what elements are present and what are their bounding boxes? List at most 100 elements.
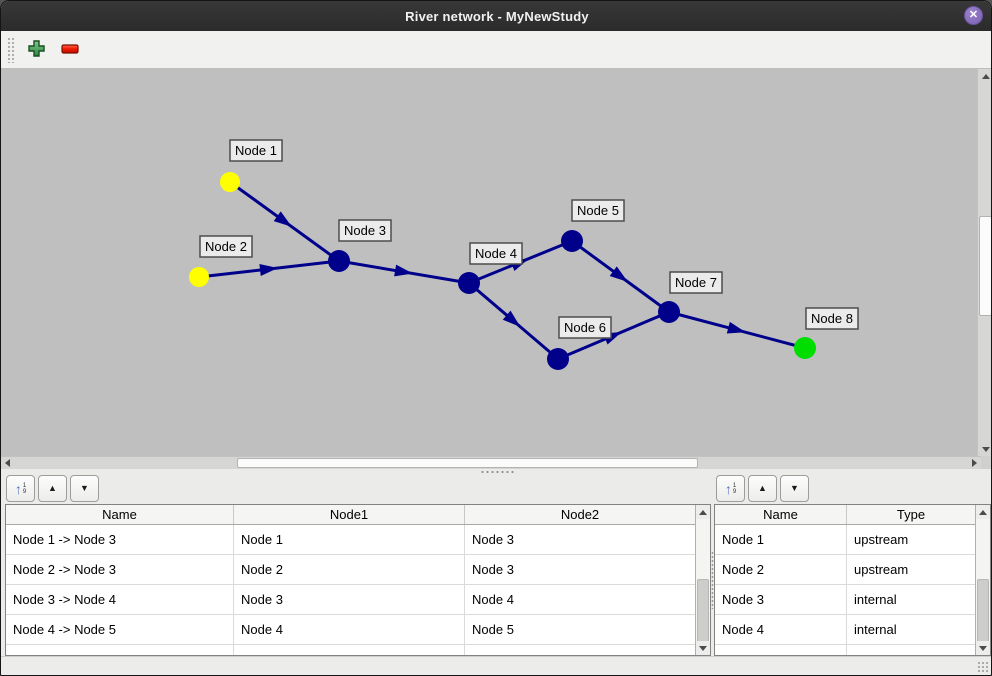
table-cell[interactable]: internal — [847, 585, 976, 614]
node-node-6[interactable] — [547, 348, 569, 370]
close-button[interactable]: ✕ — [964, 6, 983, 25]
scroll-up-button[interactable] — [696, 505, 710, 519]
edge-arrow-icon — [273, 211, 292, 227]
table-cell[interactable]: Node 4 -> Node 5 — [6, 615, 234, 644]
node-label: Node 2 — [199, 235, 253, 258]
add-node-button[interactable] — [22, 36, 50, 64]
table-cell[interactable]: Node 5 — [465, 615, 696, 644]
svg-text:Node 6: Node 6 — [564, 320, 606, 335]
status-bar — [1, 656, 991, 675]
horizontal-splitter[interactable] — [1, 469, 991, 475]
table-cell[interactable]: Node 2 -> Node 3 — [6, 555, 234, 584]
scroll-up-icon — [699, 509, 707, 515]
edge-arrow-icon — [502, 310, 521, 327]
branches-table-scrollbar[interactable] — [695, 505, 710, 655]
svg-text:Node 5: Node 5 — [577, 203, 619, 218]
node-node-7[interactable] — [658, 301, 680, 323]
canvas-horizontal-scrollbar[interactable] — [1, 456, 981, 469]
node-label: Node 6 — [558, 316, 612, 339]
table-cell[interactable]: Node 1 -> Node 3 — [6, 525, 234, 554]
table-row[interactable] — [715, 645, 990, 655]
table-cell[interactable]: Node 4 — [234, 615, 465, 644]
column-header: Name — [715, 505, 847, 524]
nodes-move-up-button[interactable]: ▲ — [748, 475, 777, 502]
table-cell[interactable]: Node 2 — [234, 555, 465, 584]
scroll-left-button[interactable] — [1, 457, 14, 469]
node-label: Node 7 — [669, 271, 723, 294]
table-cell[interactable]: Node 1 — [715, 525, 847, 554]
node-label: Node 8 — [805, 307, 859, 330]
table-row[interactable] — [6, 645, 710, 655]
node-node-1[interactable] — [220, 172, 240, 192]
node-node-8[interactable] — [794, 337, 816, 359]
remove-node-button[interactable] — [56, 36, 84, 64]
table-vscroll-thumb[interactable] — [697, 579, 709, 645]
table-cell[interactable]: Node 4 — [715, 615, 847, 644]
node-node-2[interactable] — [189, 267, 209, 287]
node-node-4[interactable] — [458, 272, 480, 294]
scroll-right-button[interactable] — [968, 457, 981, 469]
column-header: Node1 — [234, 505, 465, 524]
table-cell[interactable]: upstream — [847, 555, 976, 584]
table-cell[interactable]: Node 1 — [234, 525, 465, 554]
nodes-move-down-button[interactable]: ▼ — [780, 475, 809, 502]
table-cell[interactable]: Node 3 -> Node 4 — [6, 585, 234, 614]
scroll-down-button[interactable] — [976, 641, 990, 655]
table-cell[interactable]: Node 3 — [715, 585, 847, 614]
table-vscroll-thumb[interactable] — [977, 579, 989, 645]
table-cell[interactable]: Node 4 — [465, 585, 696, 614]
scroll-down-icon — [979, 645, 987, 651]
scroll-up-button[interactable] — [976, 505, 990, 519]
branches-move-up-button[interactable]: ▲ — [38, 475, 67, 502]
table-cell[interactable]: Node 3 — [234, 585, 465, 614]
table-cell[interactable]: internal — [847, 615, 976, 644]
node-node-3[interactable] — [328, 250, 350, 272]
table-cell[interactable] — [465, 645, 696, 655]
table-cell[interactable]: upstream — [847, 525, 976, 554]
canvas-hscroll-thumb[interactable] — [237, 458, 698, 468]
canvas-vertical-scrollbar[interactable] — [977, 69, 991, 456]
table-cell[interactable] — [6, 645, 234, 655]
canvas-vscroll-thumb[interactable] — [979, 216, 991, 316]
scroll-up-button[interactable] — [978, 69, 991, 83]
table-cell[interactable]: Node 3 — [465, 555, 696, 584]
close-icon: ✕ — [968, 9, 979, 21]
table-cell[interactable] — [847, 645, 976, 655]
resize-grip[interactable] — [977, 661, 990, 674]
table-cell[interactable]: Node 3 — [465, 525, 696, 554]
table-cell[interactable] — [234, 645, 465, 655]
table-cell[interactable]: Node 2 — [715, 555, 847, 584]
pane-divider-handle[interactable] — [711, 551, 714, 609]
column-header: Type — [847, 505, 976, 524]
table-cell[interactable] — [715, 645, 847, 655]
scroll-up-icon — [979, 509, 987, 515]
branches-move-down-button[interactable]: ▼ — [70, 475, 99, 502]
scroll-down-button[interactable] — [978, 442, 991, 456]
node-label: Node 3 — [338, 219, 392, 242]
toolbar-grip[interactable] — [7, 36, 15, 63]
node-node-5[interactable] — [561, 230, 583, 252]
down-arrow-icon: ▼ — [790, 483, 799, 493]
column-header: Node2 — [465, 505, 696, 524]
scroll-down-button[interactable] — [696, 641, 710, 655]
nodes-table-scrollbar[interactable] — [975, 505, 990, 655]
